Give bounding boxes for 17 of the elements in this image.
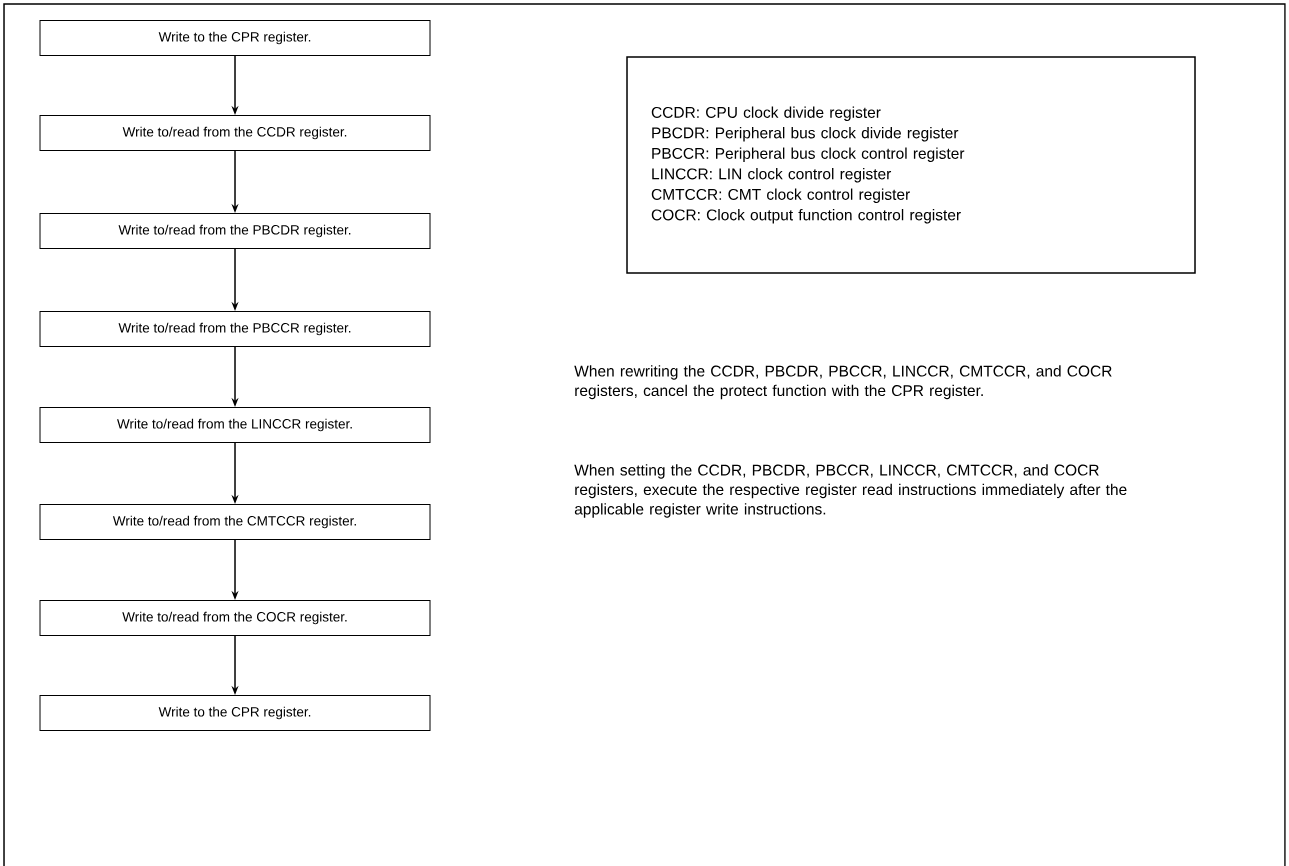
definition-text: PBCDR: Peripheral bus clock divide register [652, 127, 959, 142]
process-box: Write to/read from the LINCCR register. [39, 407, 431, 443]
process-box: Write to/read from the PBCCR register. [39, 311, 431, 347]
definition-text: CMTCCR: CMT clock control register [651, 188, 910, 203]
definition-text: LINCCR: LIN clock control register [652, 168, 892, 183]
process-box: Write to/read from the PBCDR register. [39, 213, 431, 249]
process-box: Write to the CPR register. [39, 20, 431, 56]
note-text: When setting the CCDR, PBCDR, PBCCR, LINCCR, CMTCCR, and COCR registers, execute the respective register read instructions immediately after the applicable register write instructions. [574, 464, 1127, 518]
definition-text: PBCCR: Peripheral bus clock control register [652, 147, 965, 162]
note-text: When rewriting the CCDR, PBCDR, PBCCR, LINCCR, CMTCCR, and COCR registers, cancel the protect function with the CPR register. [574, 365, 1112, 400]
process-box: Write to the CPR register. [39, 695, 431, 731]
process-box: Write to/read from the CCDR register. [39, 115, 431, 151]
definition-text: CCDR: CPU clock divide register [651, 106, 881, 121]
glossary-box [626, 56, 1196, 274]
process-box: Write to/read from the COCR register. [39, 600, 431, 636]
process-box: Write to/read from the CMTCCR register. [39, 504, 431, 540]
definition-text: COCR: Clock output function control register [651, 209, 961, 224]
